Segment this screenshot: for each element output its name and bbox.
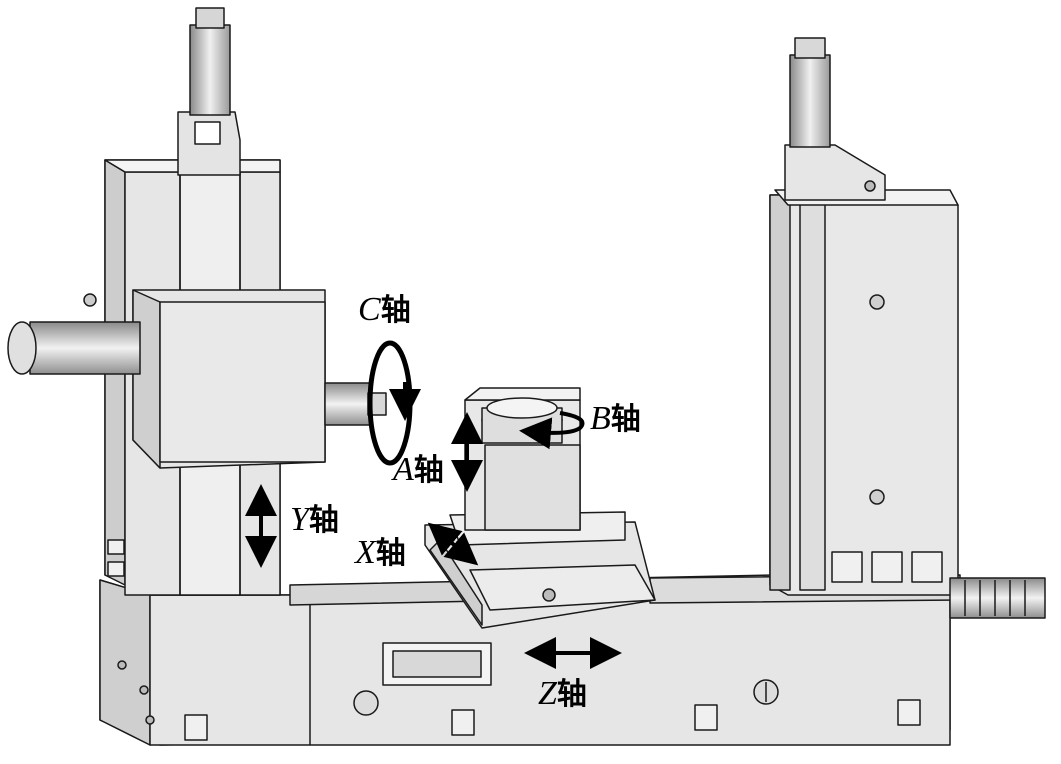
- x-axis-arrow: [427, 522, 479, 566]
- y-axis-label: Y轴: [290, 501, 339, 538]
- x-axis-label: X轴: [355, 534, 406, 571]
- a-axis-label: A轴: [393, 451, 444, 488]
- spindle-headstock: [7, 289, 387, 469]
- z-axis-label: Z轴: [538, 675, 587, 712]
- b-axis-label: B轴: [590, 400, 641, 437]
- c-axis-label: C轴: [358, 291, 411, 328]
- b-axis-arrow: [519, 411, 585, 450]
- machine-base: [99, 579, 951, 746]
- z-axis-motor: [949, 577, 1046, 619]
- right-column: [769, 37, 959, 596]
